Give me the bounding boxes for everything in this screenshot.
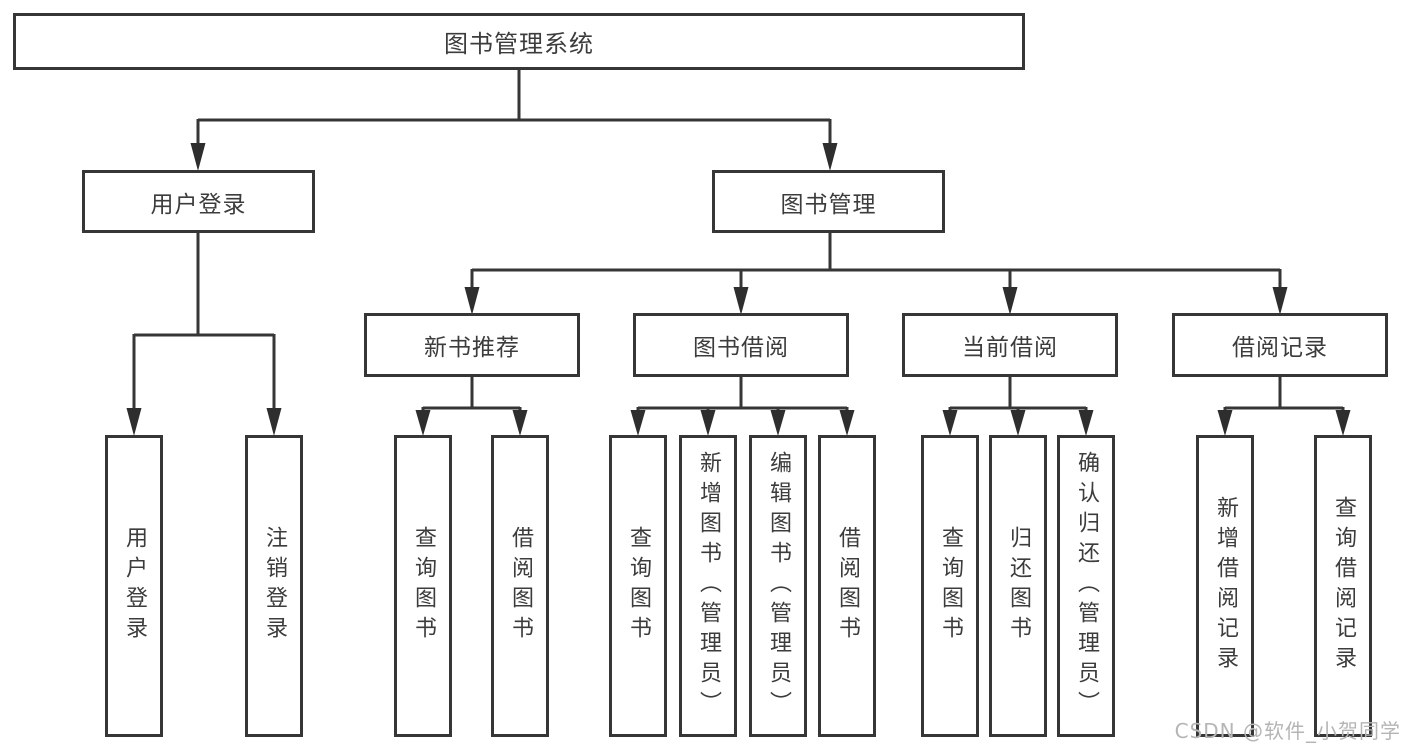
arrow-leaf-logout <box>266 408 282 436</box>
arrow-br-add <box>1217 410 1233 436</box>
arrow-user-login <box>190 143 206 171</box>
arrow-cb-query <box>942 410 958 436</box>
node-library-system-label: 图书管理系统 <box>444 30 594 58</box>
leaf-borrowing-query-books: 查询图书 <box>609 435 667 737</box>
leaf-user-login: 用户登录 <box>105 435 163 737</box>
arrow-bb-query <box>630 410 646 436</box>
leaf-borrow-books-label: 借阅图书 <box>835 526 860 646</box>
arrow-borrow-records <box>1272 287 1288 315</box>
node-borrowing-records: 借阅记录 <box>1172 313 1388 377</box>
node-book-borrowing: 图书借阅 <box>633 313 849 377</box>
leaf-logout-label: 注销登录 <box>262 526 287 646</box>
leaf-newbooks-borrow-books: 借阅图书 <box>491 435 549 737</box>
leaf-return-books: 归还图书 <box>989 435 1047 737</box>
arrow-br-query <box>1335 410 1351 436</box>
node-current-borrowing: 当前借阅 <box>902 313 1118 377</box>
leaf-query-borrow-record: 查询借阅记录 <box>1314 435 1372 737</box>
leaf-add-borrow-record: 新增借阅记录 <box>1196 435 1254 737</box>
node-borrowing-records-label: 借阅记录 <box>1232 335 1328 361</box>
arrow-cb-confirm <box>1078 410 1094 436</box>
arrow-bb-edit <box>770 410 786 436</box>
arrow-new-books <box>464 287 480 315</box>
leaf-add-books-admin-label: 新增图书（管理员） <box>696 451 721 721</box>
leaf-edit-books-admin: 编辑图书（管理员） <box>749 435 807 737</box>
node-new-book-recommend: 新书推荐 <box>364 313 580 377</box>
arrow-current-borrow <box>1002 287 1018 315</box>
leaf-logout: 注销登录 <box>245 435 303 737</box>
arrow-bb-add <box>700 410 716 436</box>
node-new-book-recommend-label: 新书推荐 <box>424 335 520 361</box>
node-user-login: 用户登录 <box>82 170 315 233</box>
leaf-newbooks-borrow-books-label: 借阅图书 <box>508 526 533 646</box>
leaf-query-borrow-record-label: 查询借阅记录 <box>1331 496 1356 676</box>
node-book-management: 图书管理 <box>712 170 945 233</box>
leaf-current-query-books-label: 查询图书 <box>938 526 963 646</box>
arrow-cb-return <box>1010 410 1026 436</box>
arrow-nb-query <box>415 410 431 436</box>
leaf-confirm-return-admin-label: 确认归还（管理员） <box>1074 451 1099 721</box>
leaf-confirm-return-admin: 确认归还（管理员） <box>1057 435 1115 737</box>
node-book-borrowing-label: 图书借阅 <box>693 335 789 361</box>
node-library-system: 图书管理系统 <box>13 13 1025 70</box>
arrow-nb-borrow <box>512 410 528 436</box>
leaf-newbooks-query-books: 查询图书 <box>394 435 452 737</box>
arrowheads <box>126 143 1351 436</box>
arrow-book-borrow <box>733 287 749 315</box>
csdn-watermark: CSDN @软件_小贺同学 <box>1174 719 1401 743</box>
leaf-return-books-label: 归还图书 <box>1006 526 1031 646</box>
leaf-borrow-books: 借阅图书 <box>818 435 876 737</box>
leaf-current-query-books: 查询图书 <box>921 435 979 737</box>
arrow-bb-borrow <box>839 410 855 436</box>
leaf-borrowing-query-books-label: 查询图书 <box>626 526 651 646</box>
leaf-newbooks-query-books-label: 查询图书 <box>411 526 436 646</box>
node-current-borrowing-label: 当前借阅 <box>962 335 1058 361</box>
leaf-edit-books-admin-label: 编辑图书（管理员） <box>766 451 791 721</box>
leaf-add-books-admin: 新增图书（管理员） <box>679 435 737 737</box>
node-user-login-label: 用户登录 <box>150 191 247 218</box>
leaf-add-borrow-record-label: 新增借阅记录 <box>1213 496 1238 676</box>
leaf-user-login-label: 用户登录 <box>122 526 147 646</box>
arrow-book-mgmt <box>822 143 838 171</box>
node-book-management-label: 图书管理 <box>780 191 877 218</box>
arrow-leaf-login <box>126 408 142 436</box>
